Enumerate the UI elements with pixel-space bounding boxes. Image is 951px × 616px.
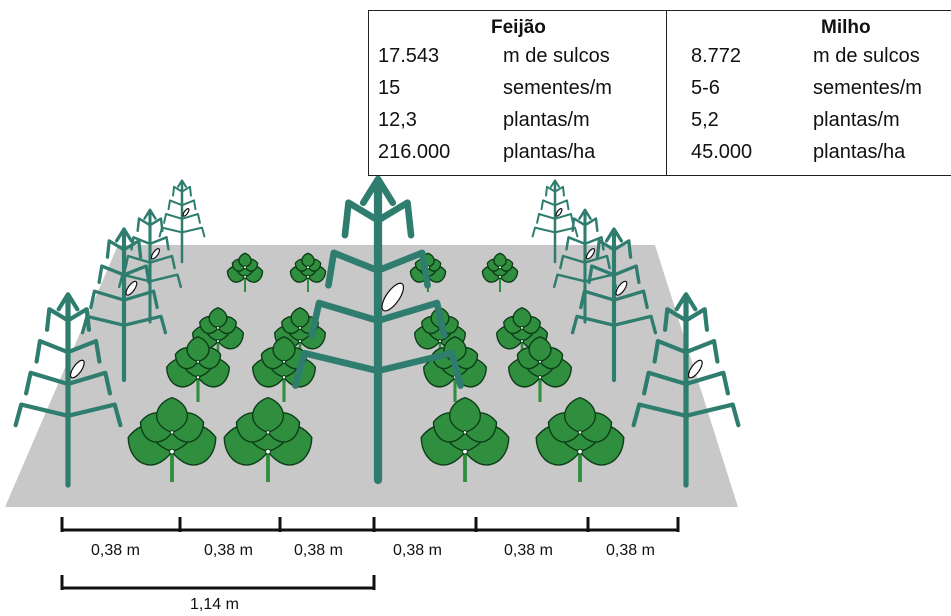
corn-plant — [631, 292, 741, 488]
milho-unit: plantas/ha — [813, 141, 906, 163]
total-spacing-label: 1,14 m — [190, 596, 239, 613]
bean-plant — [420, 396, 510, 482]
milho-unit: sementes/m — [813, 77, 922, 99]
spacing-label: 0,38 m — [606, 542, 655, 559]
corn-plant — [531, 179, 579, 264]
bean-leaf-cluster — [486, 252, 514, 272]
corn-plant — [158, 179, 206, 264]
bean-leaf-cluster — [199, 307, 237, 335]
corn-back-rows — [80, 179, 658, 383]
feijao-value: 17.543 — [378, 45, 440, 67]
bean-plant — [274, 307, 326, 362]
bean-leaf-cluster — [139, 396, 205, 443]
spacing-label: 0,38 m — [204, 542, 253, 559]
feijao-unit: plantas/ha — [503, 141, 596, 163]
feijao-value: 216.000 — [378, 141, 451, 163]
bean-plant — [535, 396, 625, 482]
feijao-unit: sementes/m — [503, 77, 612, 99]
field-plot — [5, 245, 738, 507]
bean-plant — [127, 396, 217, 482]
corn-plant — [292, 175, 464, 485]
corn-front-rows — [13, 175, 741, 488]
bean-leaf-cluster — [547, 396, 613, 443]
bean-plant — [226, 252, 264, 292]
milho-unit: plantas/m — [813, 109, 900, 131]
bean-leaf-cluster — [231, 252, 259, 272]
bean-leaf-cluster — [432, 396, 498, 443]
bean-plant — [289, 252, 327, 292]
milho-value: 45.000 — [691, 141, 753, 163]
feijao-value: 15 — [378, 77, 401, 99]
bean-plant — [166, 336, 230, 402]
spacing-label: 0,38 m — [294, 542, 343, 559]
bean-plant — [223, 396, 313, 482]
milho-value: 5,2 — [691, 109, 719, 131]
corn-plant — [80, 227, 168, 383]
bean-leaf-cluster — [503, 307, 541, 335]
feijao-unit: plantas/m — [503, 109, 590, 131]
corn-plant — [570, 227, 658, 383]
spacing-ruler — [60, 517, 680, 590]
milho-value: 8.772 — [691, 45, 742, 67]
bean-leaf-cluster — [294, 252, 322, 272]
feijao-unit: m de sulcos — [503, 45, 610, 67]
bean-plant — [508, 336, 572, 402]
milho-value: 5-6 — [691, 77, 720, 99]
bean-rows — [127, 252, 625, 482]
spacing-label: 0,38 m — [393, 542, 442, 559]
spacing-label: 0,38 m — [91, 542, 140, 559]
bean-leaf-cluster — [516, 336, 564, 370]
bean-leaf-cluster — [235, 396, 301, 443]
feijao-value: 12,3 — [378, 109, 417, 131]
bean-plant — [481, 252, 519, 292]
spacing-label: 0,38 m — [504, 542, 553, 559]
corn-plant — [13, 292, 123, 488]
crop-header-milho: Milho — [821, 17, 871, 38]
milho-unit: m de sulcos — [813, 45, 920, 67]
bean-plant — [192, 307, 244, 362]
bean-leaf-cluster — [174, 336, 222, 370]
table-divider — [666, 11, 667, 175]
planting-table: Feijão 17.543 m de sulcos 15 sementes/m … — [368, 10, 951, 176]
crop-header-feijao: Feijão — [491, 17, 546, 38]
